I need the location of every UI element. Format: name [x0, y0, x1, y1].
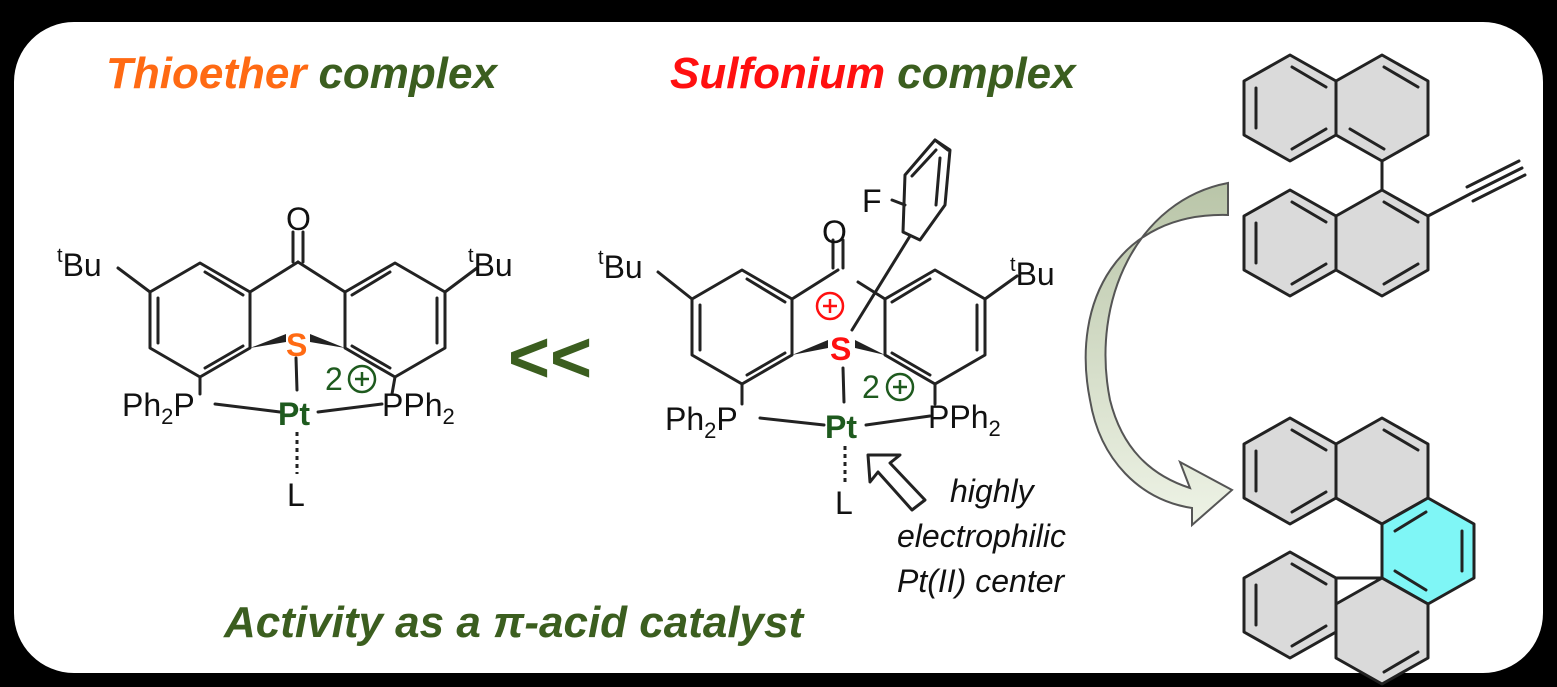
title-sulfonium-rest: complex — [897, 49, 1077, 98]
title-thioether-rest: complex — [318, 49, 498, 98]
thioether-tbu-right-label: tBu — [468, 245, 513, 283]
annotation-line-3: Pt(II) center — [897, 563, 1066, 599]
sulfonium-charge-plus-icon — [885, 372, 915, 402]
sulfonium-platinum-label: Pt — [825, 409, 857, 445]
thioether-pph2-label: PPh2 — [382, 387, 455, 429]
thioether-complex-structure: O S Pt L tBu tBu Ph2P PPh2 2 — [57, 201, 513, 513]
sulfonium-complex-structure: F O S Pt L tBu tBu Ph2 — [598, 138, 1066, 599]
thioether-charge-number: 2 — [325, 361, 343, 397]
comparison-symbol: << — [508, 318, 592, 398]
thioether-oxygen-label: O — [286, 201, 311, 237]
thioether-platinum-label: Pt — [278, 396, 310, 432]
title-activity: Activity as a π-acid catalyst — [223, 598, 806, 647]
sulfonium-tbu-right-label: tBu — [1010, 254, 1055, 292]
annotation-line-2: electrophilic — [897, 518, 1066, 554]
thioether-charge-plus-icon — [347, 364, 377, 394]
sulfonium-ph2p-label: Ph2P — [665, 401, 738, 443]
binaphthyl-alkyne-structure — [1242, 53, 1527, 298]
thioether-ligand-label: L — [287, 477, 305, 513]
helicene-product-structure — [1242, 416, 1476, 686]
sulfonium-tbu-left-label: tBu — [598, 247, 643, 285]
thioether-tbu-left-label: tBu — [57, 245, 102, 283]
title-thioether-word: Thioether — [106, 49, 309, 98]
title-sulfonium-word: Sulfonium — [670, 49, 885, 98]
thioether-ph2p-label: Ph2P — [122, 387, 195, 429]
sulfonium-ligand-label: L — [835, 485, 853, 521]
reaction-curved-arrow — [1084, 181, 1234, 528]
sulfonium-sulfur-label: S — [830, 331, 851, 367]
sulfonium-pph2-label: PPh2 — [928, 399, 1001, 441]
electrophilic-pointer-arrow-icon — [866, 453, 927, 512]
sulfonium-oxygen-label: O — [822, 214, 847, 250]
sulfonium-fluorine-label: F — [862, 183, 882, 219]
annotation-line-1: highly — [950, 473, 1036, 509]
thioether-sulfur-label: S — [286, 327, 307, 363]
sulfonium-charge-number: 2 — [862, 369, 880, 405]
